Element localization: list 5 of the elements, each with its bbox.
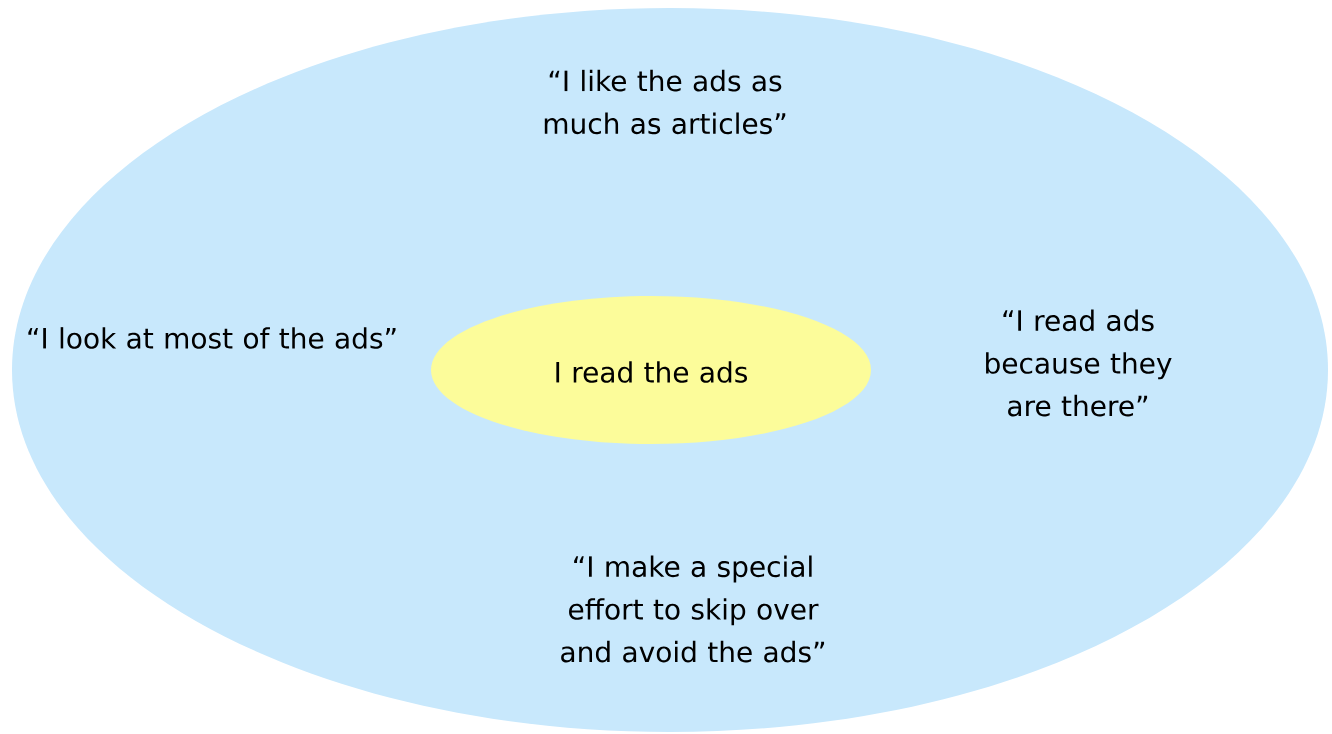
quote-text: “I make a special effort to skip over and avoid the ads” xyxy=(561,555,825,663)
quote-text: “I read ads because they are there” xyxy=(986,309,1172,417)
quote-text: I read the ads xyxy=(556,361,747,383)
quote-text: “I like the ads as much as articles” xyxy=(544,69,786,135)
quote-text: “I look at most of the ads” xyxy=(28,327,396,349)
